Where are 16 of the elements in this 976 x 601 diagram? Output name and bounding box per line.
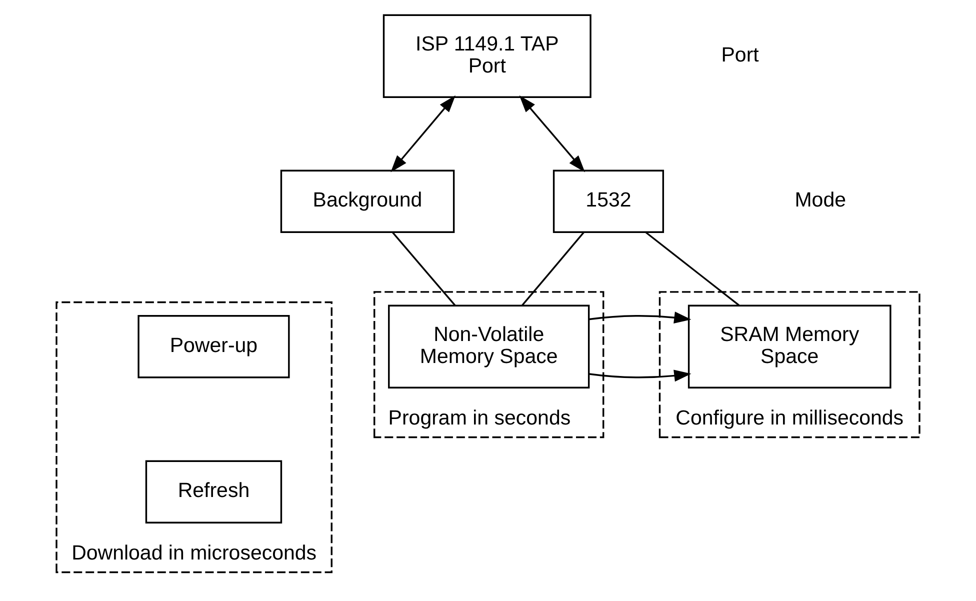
node-box: ISP 1149.1 TAP Port [382,14,592,98]
arrow [589,312,692,324]
label: Port [721,43,759,66]
arrow [589,370,692,382]
node-box: Non-Volatile Memory Space [388,304,590,388]
label: Mode [794,188,846,212]
connector [392,232,456,306]
connector [522,232,584,306]
arrow [519,95,585,172]
node-box: Refresh [145,460,282,524]
node-box: 1532 [552,170,664,233]
connector [645,232,740,306]
node-box: Power-up [138,315,290,378]
arrow [390,95,456,172]
node-box: Background [280,170,455,233]
node-box: SRAM Memory Space [688,304,892,388]
